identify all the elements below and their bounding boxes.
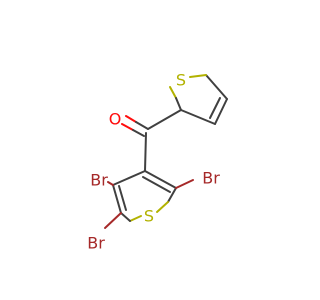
- sulfur-top-atom-label: S: [176, 71, 186, 90]
- sulfur-bottom-atom-label: S: [144, 207, 154, 226]
- molecule-structure-diagram: O S S Br Br Br: [87, 71, 228, 253]
- bromine-4-atom-label: Br: [90, 171, 108, 190]
- c2-br-bond: [175, 179, 194, 189]
- carbonyl-to-thienyl-bond: [147, 109, 182, 130]
- thiophene-ring-top: [169, 74, 228, 125]
- c4-br-bond: [107, 181, 114, 186]
- bromine-2-atom-label: Br: [202, 169, 220, 188]
- oxygen-atom-label: O: [109, 110, 122, 129]
- carbonyl-bond: [121, 115, 149, 137]
- c5-br-bond: [104, 212, 122, 229]
- bromine-5-atom-label: Br: [87, 234, 105, 253]
- thiophene-ring-bottom: [112, 170, 177, 222]
- carbonyl-to-tribromothienyl-bond: [144, 132, 147, 172]
